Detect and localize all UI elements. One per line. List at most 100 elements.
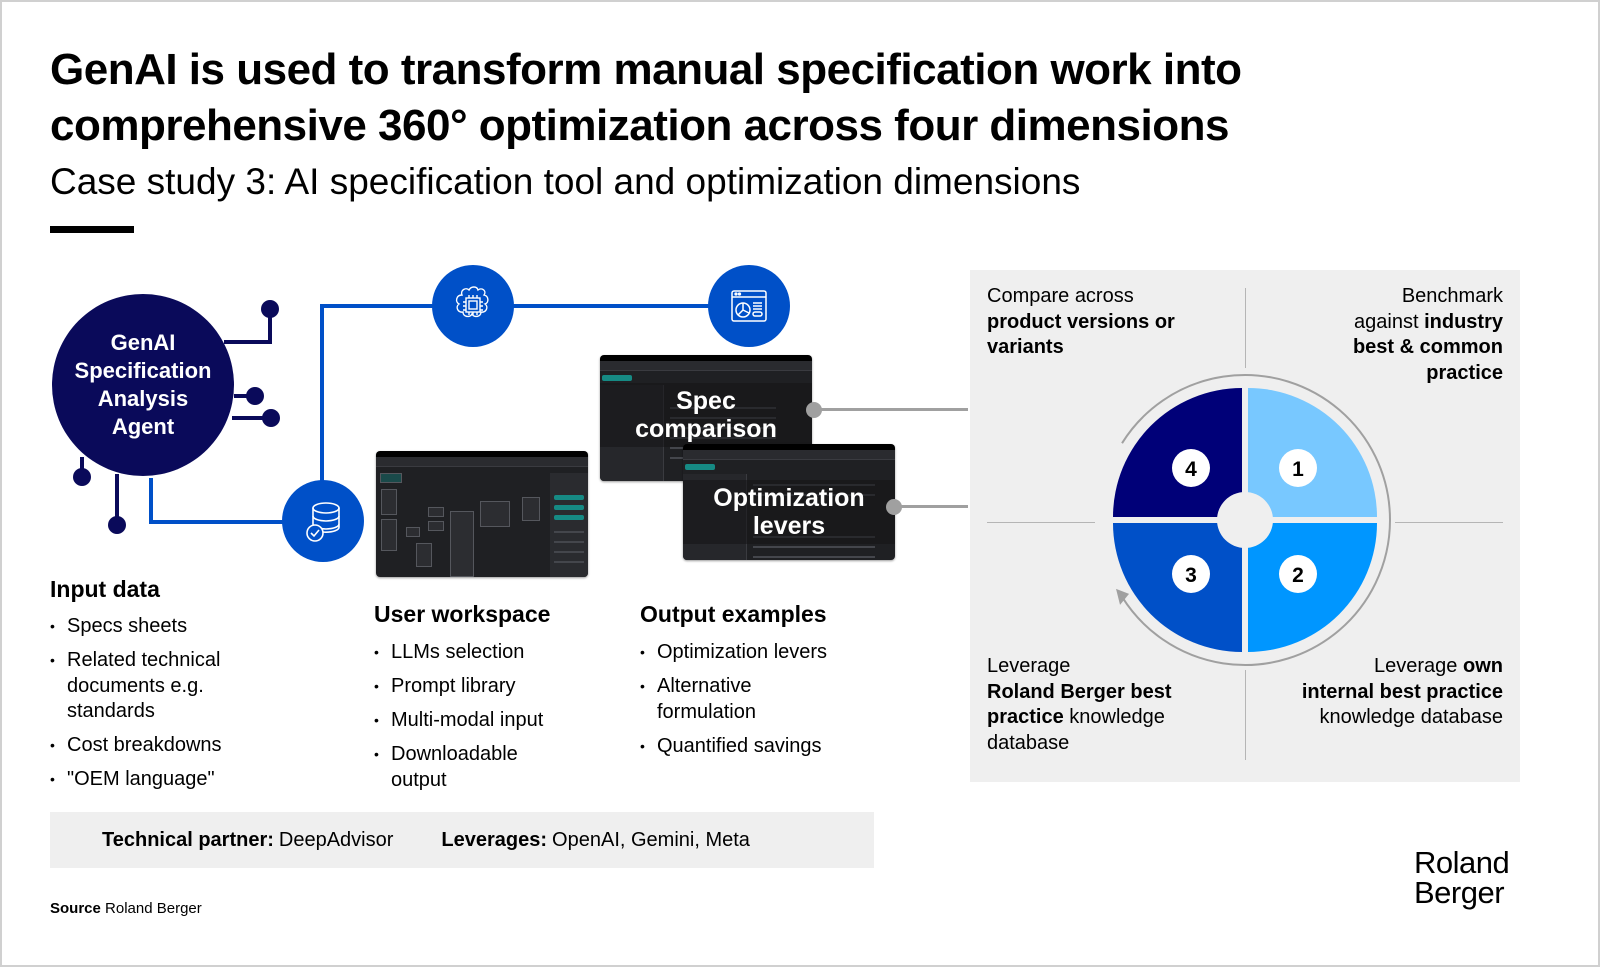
text-line: variants [987, 336, 1064, 358]
badge-4: 4 [1172, 449, 1210, 487]
text-span: industry [1424, 310, 1503, 333]
circuit-wire [224, 340, 272, 344]
screenshot-panel [549, 473, 588, 577]
text-line: practice [1426, 361, 1503, 384]
text-span: own [1463, 655, 1503, 677]
ai-brain-chip-icon [455, 286, 489, 318]
output-examples-list: Optimization levers Alternative formulat… [640, 640, 880, 768]
text-line: knowledge database [1319, 706, 1503, 728]
user-workspace-list: LLMs selection Prompt library Multi-moda… [374, 640, 589, 802]
text-line: Leverage own [1302, 654, 1503, 680]
wheel-hub [1217, 492, 1273, 548]
dashboard-window-icon [731, 290, 767, 322]
text-line: product versions or [987, 310, 1175, 333]
title-line-2: comprehensive 360° optimization across f… [50, 101, 1229, 150]
divider [987, 522, 1095, 523]
badge-3: 3 [1172, 555, 1210, 593]
screenshot-button [553, 495, 584, 500]
circuit-wire [232, 416, 270, 420]
window-titlebar [683, 450, 895, 460]
badge-2: 2 [1279, 555, 1317, 593]
label-line: comparison [635, 415, 777, 443]
screenshot-row [753, 556, 875, 558]
leverages-value: OpenAI, Gemini, Meta [552, 828, 750, 851]
flow-node [381, 519, 397, 551]
source-label: Source [50, 900, 101, 917]
agent-label-line: Agent [111, 414, 175, 439]
badge-number: 2 [1292, 564, 1304, 587]
list-item: Prompt library [374, 674, 589, 700]
optimization-dimensions-panel: Compare across product versions or varia… [970, 270, 1520, 782]
divider [1395, 522, 1503, 523]
agent-label-line: Analysis [97, 386, 189, 411]
logo-line: Roland [1414, 845, 1510, 880]
quadrant-3[interactable] [1113, 523, 1242, 652]
quadrant-1[interactable] [1248, 388, 1377, 517]
flow-node [416, 543, 432, 567]
badge-number: 1 [1292, 458, 1304, 481]
partner-label: Technical partner: [102, 828, 274, 851]
flow-wire [149, 520, 289, 524]
screenshot-tab [602, 375, 632, 381]
flow-node [522, 497, 540, 521]
logo-line: Berger [1414, 875, 1505, 910]
agent-label-line: Specification [74, 358, 212, 383]
text-span: Leverage [1374, 655, 1463, 677]
quadrant-4[interactable] [1113, 388, 1242, 517]
optimization-levers-label: Optimization levers [683, 480, 895, 544]
badge-1: 1 [1279, 449, 1317, 487]
flow-node [381, 489, 397, 515]
screenshot-row [553, 531, 584, 533]
screenshot-button [553, 515, 584, 520]
text-line: database [987, 731, 1070, 754]
screenshot-row [553, 541, 584, 543]
technical-partner-bar: Technical partner: DeepAdvisor Leverages… [50, 812, 874, 868]
badge-number: 3 [1185, 564, 1197, 587]
circuit-node [108, 516, 126, 534]
roland-berger-logo: Roland Berger [1414, 845, 1510, 910]
circuit-node [262, 409, 280, 427]
text-line: practice knowledge [987, 705, 1171, 731]
quadrant-2[interactable] [1248, 523, 1377, 652]
flow-node [406, 527, 420, 537]
flow-node [428, 521, 444, 531]
divider [1245, 288, 1246, 368]
output-examples-heading: Output examples [640, 601, 827, 627]
user-workspace-screenshot [376, 451, 588, 577]
screenshot-row [553, 561, 584, 563]
genai-agent-circle: GenAI Specification Analysis Agent [52, 294, 234, 476]
connector-dot [886, 499, 902, 515]
flow-node [480, 501, 510, 527]
screenshot-button [553, 505, 584, 510]
label-line: levers [752, 512, 826, 540]
cycle-arrow-head [1116, 588, 1130, 605]
flow-node [428, 507, 444, 517]
connector-line [894, 505, 968, 508]
text-line: Roland Berger best [987, 680, 1172, 703]
window-titlebar [376, 457, 588, 467]
database-circle [282, 480, 364, 562]
label-line: Spec [676, 387, 736, 415]
title-line-1: GenAI is used to transform manual specif… [50, 45, 1242, 94]
text-line: Leverage [987, 655, 1071, 677]
title-underline [50, 226, 134, 233]
spec-comparison-label: Spec comparison [600, 383, 812, 447]
circuit-node [73, 468, 91, 486]
divider [1245, 670, 1246, 760]
list-item: Specs sheets [50, 614, 270, 640]
flow-node [450, 511, 474, 577]
database-check-icon [306, 502, 340, 542]
leverages-label: Leverages: [441, 828, 548, 851]
list-item: Optimization levers [640, 640, 880, 666]
screenshot-logo [380, 473, 402, 483]
input-data-list: Specs sheets Related technical documents… [50, 614, 270, 801]
circuit-wire [234, 394, 256, 398]
text-span: practice [987, 706, 1064, 728]
text-line: best & common [1352, 336, 1503, 358]
badge-number: 4 [1185, 458, 1197, 481]
partner-value: DeepAdvisor [278, 828, 394, 851]
source-value: Roland Berger [105, 900, 202, 917]
window-titlebar [600, 361, 812, 371]
flow-wire [149, 478, 153, 524]
connector-dot [806, 402, 822, 418]
